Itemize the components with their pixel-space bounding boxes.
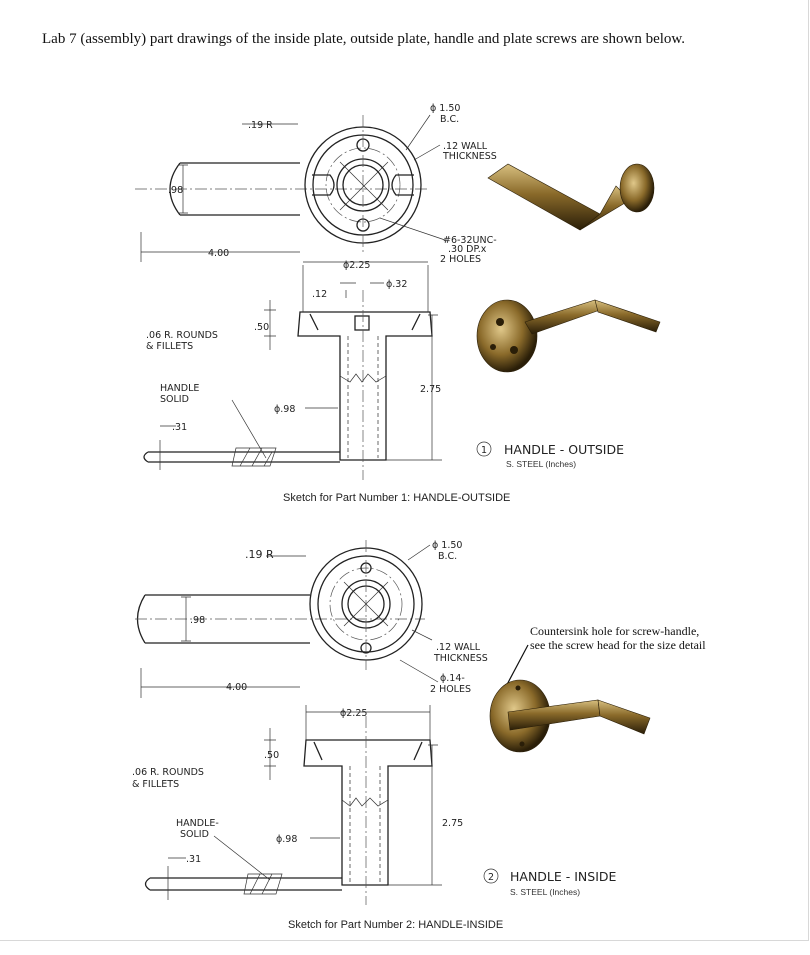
part2-overall-height-label: 2.75 [442, 818, 463, 829]
part2-length-label: 4.00 [226, 682, 247, 693]
part2-holes-label-2: 2 HOLES [430, 684, 471, 695]
part2-render [489, 679, 651, 753]
part1-rounds-label: .06 R. ROUNDS [146, 330, 218, 341]
part1-render-top [487, 163, 655, 231]
page-heading: Lab 7 (assembly) part drawings of the in… [42, 31, 686, 47]
part1-hole-diameter-label: ϕ.32 [386, 279, 407, 290]
part2-number-circle [483, 868, 499, 884]
part1-wall-label-2: THICKNESS [442, 151, 497, 162]
part1-dimension-labels: .19 R ϕ 1.50 B.C. .12 WALL THICKNESS #6-… [146, 103, 497, 433]
part1-thickness-label: .50 [254, 322, 269, 333]
part1-solid-label: SOLID [160, 394, 189, 405]
part1-tap-label-2: .30 DP.x [448, 244, 487, 255]
countersink-annotation: Countersink hole for screw-handle, see t… [501, 624, 706, 695]
part2-shaft-diameter-label: ϕ.98 [276, 834, 297, 845]
part1-shaft-diameter-label: ϕ.98 [274, 404, 295, 415]
part2-dimension-labels: .19 R ϕ 1.50 B.C. .12 WALL THICKNESS ϕ.1… [132, 540, 488, 865]
part1-number-circle [476, 441, 492, 457]
part1-length-label: 4.00 [208, 248, 229, 259]
part2-height-label: .98 [190, 615, 205, 626]
annotation-line-2: see the screw head for the size detail [530, 638, 706, 652]
part1-bolt-circle-label: ϕ 1.50 [430, 103, 460, 114]
part1-plate-diameter-label: ϕ2.25 [343, 260, 370, 271]
part2-material: S. STEEL (Inches) [510, 887, 580, 897]
part2-holes-label: ϕ.14- [440, 673, 465, 684]
part2-top-view [135, 540, 425, 670]
part2-front-view [144, 716, 433, 905]
part1-handle-label: HANDLE [160, 383, 199, 394]
part1-number: 1 [481, 445, 487, 456]
part1-render-bottom [476, 299, 661, 373]
part1-top-view [135, 115, 430, 255]
part2-radius-label: .19 R [245, 548, 274, 561]
annotation-line-1: Countersink hole for screw-handle, [530, 624, 699, 638]
part2-fillets-label: & FILLETS [132, 779, 179, 790]
part1-title: HANDLE - OUTSIDE [504, 442, 624, 457]
part2-wall-label: .12 WALL [436, 642, 481, 653]
part1-fillets-label: & FILLETS [146, 341, 193, 352]
part2-bolt-circle-label-2: B.C. [438, 551, 457, 562]
part2-solid-label: SOLID [180, 829, 209, 840]
part1-bolt-circle-label-2: B.C. [440, 114, 459, 125]
part1-caption: Sketch for Part Number 1: HANDLE-OUTSIDE [283, 492, 510, 504]
part1-material: S. STEEL (Inches) [506, 459, 576, 469]
part2-number: 2 [488, 872, 494, 883]
part1-tap-label-3: 2 HOLES [440, 254, 481, 265]
part1-radius-label: .19 R [248, 120, 273, 131]
part2-title: HANDLE - INSIDE [510, 869, 617, 884]
part2-thickness-label: .50 [264, 750, 279, 761]
part2-handle-label: HANDLE- [176, 818, 219, 829]
part1-title-block: 1 HANDLE - OUTSIDE S. STEEL (Inches) [476, 441, 624, 469]
part2-rounds-label: .06 R. ROUNDS [132, 767, 204, 778]
part1-tap-label: #6-32UNC- [443, 235, 497, 246]
part2-drawing [135, 540, 442, 905]
part2-bolt-circle-label: ϕ 1.50 [432, 540, 462, 551]
part2-wall-label-2: THICKNESS [433, 653, 488, 664]
part1-bar-thickness-label: .31 [172, 422, 187, 433]
part1-flange-label: .12 [312, 289, 327, 300]
part1-height-label: .98 [168, 185, 183, 196]
part2-title-block: 2 HANDLE - INSIDE S. STEEL (Inches) [483, 868, 617, 897]
part1-drawing [135, 114, 446, 480]
part2-plate-diameter-label: ϕ2.25 [340, 708, 367, 719]
part1-overall-height-label: 2.75 [420, 384, 441, 395]
part1-wall-label: .12 WALL [443, 141, 488, 152]
part2-bar-thickness-label: .31 [186, 854, 201, 865]
part2-caption: Sketch for Part Number 2: HANDLE-INSIDE [288, 919, 503, 931]
